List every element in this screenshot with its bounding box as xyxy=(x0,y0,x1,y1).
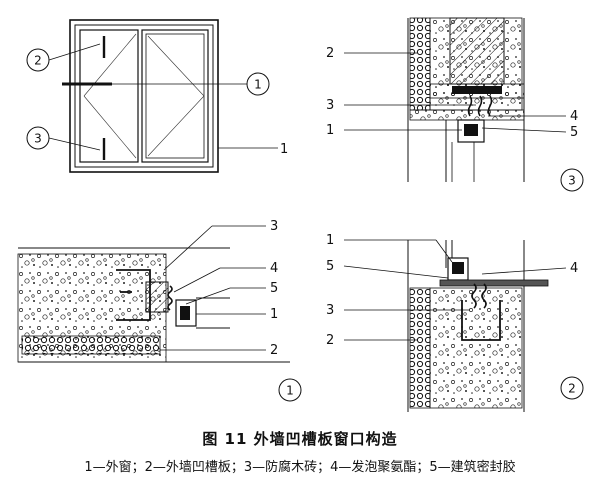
right-sash xyxy=(141,29,209,163)
detail3-label-5: 5 xyxy=(570,125,578,140)
elevation-label-1: 1 xyxy=(280,142,288,157)
detail2-view-number-text: 2 xyxy=(568,382,576,396)
detail3-label-2: 2 xyxy=(326,46,334,61)
detail3-view-number xyxy=(560,168,584,192)
elevation-callout-2-text: 2 xyxy=(34,54,42,68)
detail2-label-1: 1 xyxy=(326,233,334,248)
left-sash xyxy=(79,29,139,163)
detail1-view-number xyxy=(278,378,302,402)
detail3-view-number-text: 3 xyxy=(568,174,576,188)
detail2-label-4: 4 xyxy=(570,261,578,276)
window-elevation: 2 1 3 1 xyxy=(26,19,288,173)
detail2-label-3: 3 xyxy=(326,303,334,318)
detail1-label-2: 2 xyxy=(270,343,278,358)
detail1-label-4: 4 xyxy=(270,261,278,276)
detail1-label-3: 3 xyxy=(270,219,278,234)
construction-drawing: 2 1 3 1 2 3 xyxy=(17,17,584,412)
elevation-callout-3-text: 3 xyxy=(34,132,42,146)
detail3-label-4: 4 xyxy=(570,109,578,124)
detail3-label-1: 1 xyxy=(326,123,334,138)
detail-1-jamb: 3 4 5 1 2 1 xyxy=(17,219,302,402)
detail3-label-3: 3 xyxy=(326,98,334,113)
detail-3-head: 2 3 1 4 5 3 xyxy=(326,17,584,192)
detail1-label-1: 1 xyxy=(270,307,278,322)
detail-2-sill: 1 5 4 3 2 2 xyxy=(326,233,584,412)
detail2-view-number xyxy=(560,376,584,400)
window-outer-frame xyxy=(69,19,219,173)
detail2-label-2: 2 xyxy=(326,333,334,348)
figure-title: 图 11 外墙凹槽板窗口构造 xyxy=(202,430,398,448)
elevation-callout-1-text: 1 xyxy=(254,78,262,92)
detail2-label-5: 5 xyxy=(326,259,334,274)
detail1-view-number-text: 1 xyxy=(286,384,294,398)
detail1-label-5: 5 xyxy=(270,281,278,296)
figure-legend: 1—外窗；2—外墙凹槽板；3—防腐木砖；4—发泡聚氨酯；5—建筑密封胶 xyxy=(84,460,516,475)
